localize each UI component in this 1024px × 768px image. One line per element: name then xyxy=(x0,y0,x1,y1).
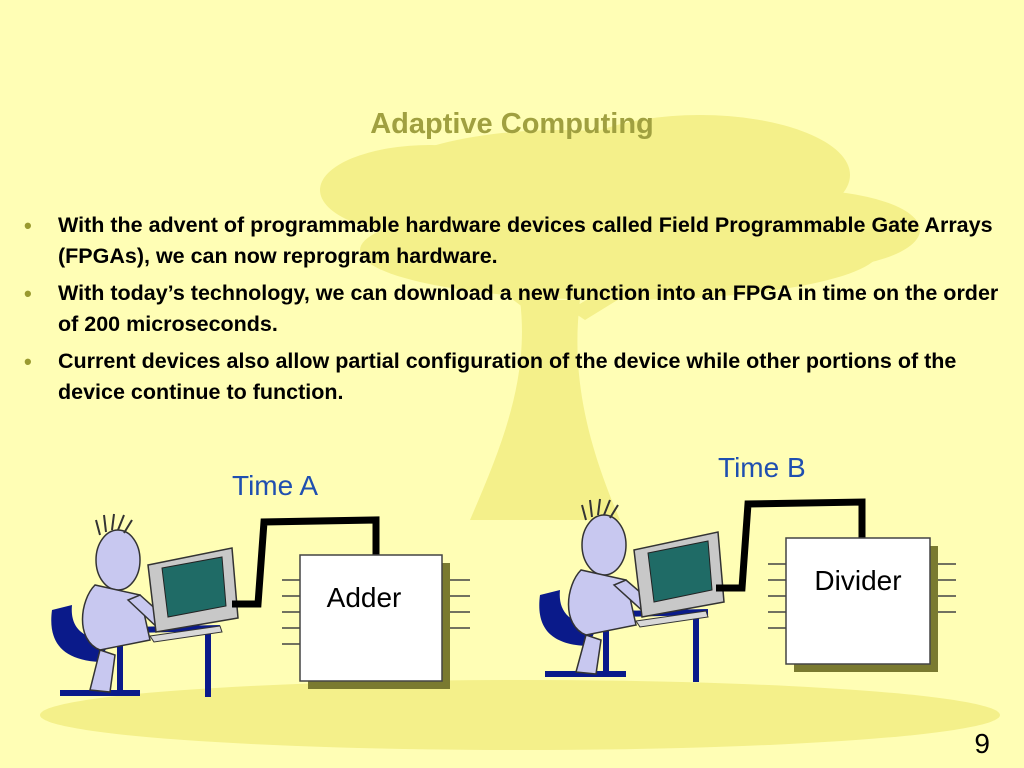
page-number: 9 xyxy=(974,728,990,759)
bullet-icon: • xyxy=(24,213,32,238)
bullet-text: With today’s technology, we can download… xyxy=(58,281,999,336)
slide-title: Adaptive Computing xyxy=(370,108,654,140)
bullet-list: • With the advent of programmable hardwa… xyxy=(22,210,1002,414)
time-b-label: Time B xyxy=(718,452,806,483)
divider-chip-label: Divider xyxy=(814,565,901,596)
bullet-text: Current devices also allow partial confi… xyxy=(58,349,957,404)
bullet-item: • With today’s technology, we can downlo… xyxy=(22,278,1002,340)
bullet-item: • Current devices also allow partial con… xyxy=(22,346,1002,408)
bullet-icon: • xyxy=(24,349,32,374)
bullet-item: • With the advent of programmable hardwa… xyxy=(22,210,1002,272)
time-a-label: Time A xyxy=(232,470,319,501)
adder-chip-label: Adder xyxy=(327,582,402,613)
bullet-text: With the advent of programmable hardware… xyxy=(58,213,993,268)
bullet-icon: • xyxy=(24,281,32,306)
person-at-computer-a-image xyxy=(51,513,239,697)
person-at-computer-b-image xyxy=(539,498,725,682)
